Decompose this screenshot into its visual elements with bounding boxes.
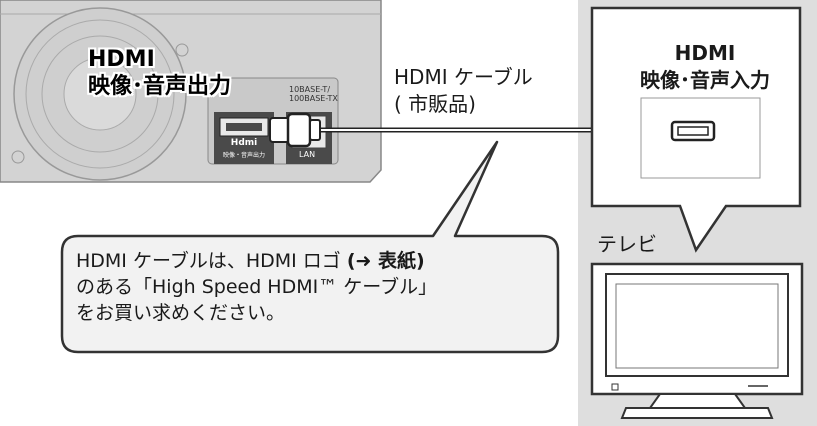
recorder-label-line1: HDMI bbox=[88, 47, 155, 72]
tv-input-label-line1: HDMI bbox=[674, 41, 736, 65]
note-line1-text: HDMI ケーブルは、HDMI ロゴ bbox=[76, 250, 347, 272]
note-callout bbox=[60, 140, 560, 354]
cable-label-line1: HDMI ケーブル bbox=[394, 65, 533, 89]
cable-note: HDMI ケーブルは、HDMI ロゴ (➜ 表紙) のある「High Speed… bbox=[76, 248, 437, 326]
recorder-hdmi-output-label: HDMI 映像･音声出力 bbox=[88, 46, 231, 100]
lan-port-caption: 10BASE-T/ 100BASE-TX bbox=[289, 85, 338, 103]
screw-hole bbox=[11, 150, 25, 164]
lan-label: LAN bbox=[299, 150, 316, 159]
recorder-label-line2: 映像･音声出力 bbox=[88, 74, 232, 99]
screw-hole bbox=[175, 43, 189, 57]
note-line1: HDMI ケーブルは、HDMI ロゴ (➜ 表紙) bbox=[76, 248, 437, 274]
cable-label-line2: ( 市販品) bbox=[394, 92, 476, 116]
hdmi-logo-text: Hdmi bbox=[230, 138, 258, 148]
television bbox=[590, 262, 804, 419]
tv-hdmi-input-label: HDMI 映像･音声入力 bbox=[596, 40, 814, 94]
tv-label: テレビ bbox=[597, 232, 657, 256]
cable-label: HDMI ケーブル ( 市販品) bbox=[394, 64, 533, 118]
cover-reference: (➜ 表紙) bbox=[346, 250, 425, 272]
fan-grille bbox=[13, 7, 187, 181]
tv-input-label-line2: 映像･音声入力 bbox=[640, 68, 770, 92]
note-line2: のある「High Speed HDMI™ ケーブル」 bbox=[76, 276, 438, 298]
note-line3: をお買い求めください。 bbox=[76, 302, 286, 324]
tv-input-callout bbox=[590, 6, 802, 253]
hdmi-port-sublabel: 映像・音声出力 bbox=[222, 152, 265, 159]
